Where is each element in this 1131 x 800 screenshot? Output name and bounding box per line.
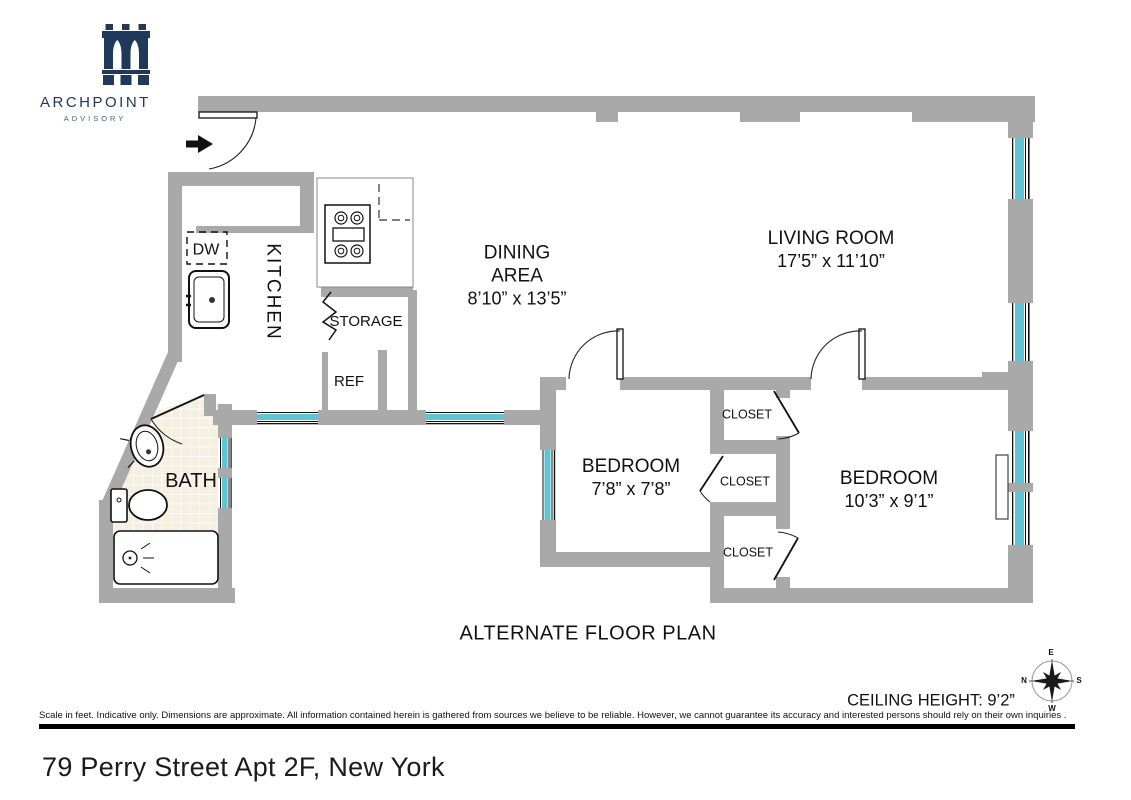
entry-door (198, 111, 258, 170)
bedroom-large-window (1008, 431, 1033, 545)
bath-sink (120, 424, 165, 469)
fixtures (110, 177, 1009, 585)
address-title: 79 Perry Street Apt 2F, New York (42, 752, 445, 782)
refrigerator-label: REF (334, 373, 364, 390)
bridge-logo-icon (102, 24, 150, 85)
closet1-label: CLOSET (721, 407, 773, 422)
brand-subtitle: ADVISORY (63, 114, 127, 123)
brand-name: ARCHPOINT (40, 94, 151, 111)
toilet (110, 488, 168, 523)
windows (218, 138, 1033, 545)
bedroom-large-door (810, 328, 866, 380)
disclaimer-divider-bar (39, 724, 1075, 729)
bath-window-upper (218, 438, 232, 468)
stove (316, 177, 414, 288)
room-label-kitchen: KITCHEN (262, 243, 284, 341)
room-label-dining: DINING AREA 8’10” x 13’5” (467, 242, 567, 308)
corridor-window-east (426, 410, 504, 425)
plan-title: ALTERNATE FLOOR PLAN (459, 622, 717, 645)
closet1-door (773, 390, 800, 440)
ceiling-height-label: CEILING HEIGHT: 9’2” (847, 691, 1015, 710)
bath-window-lower (218, 478, 232, 508)
room-label-bath: BATH (165, 470, 217, 492)
walls (99, 96, 1035, 603)
closet2-label: CLOSET (719, 474, 771, 489)
storage-squiggle (321, 291, 338, 341)
closet3-door (773, 531, 799, 581)
dishwasher-label: DW (192, 241, 220, 259)
radiator (995, 454, 1009, 520)
corridor-window-west (257, 410, 318, 425)
kitchen-sink (186, 270, 230, 329)
living-room-window-lower (1008, 303, 1033, 361)
bedroom-small-window (540, 450, 556, 520)
room-label-bedroom-large: BEDROOM 10’3” x 9’1” (839, 467, 939, 511)
compass-label-east: E (1048, 648, 1054, 658)
room-label-bedroom-small: BEDROOM 7’8” x 7’8” (581, 455, 681, 499)
living-room-window-upper (1008, 138, 1033, 199)
bathtub (113, 530, 219, 585)
closet3-label: CLOSET (722, 545, 774, 560)
storage-label: STORAGE (329, 313, 403, 330)
entry-arrow-icon (186, 135, 213, 153)
bedroom-small-door (568, 328, 624, 380)
compass-label-south: S (1076, 676, 1082, 686)
doors (150, 111, 866, 581)
bath-door (150, 394, 205, 445)
compass-label-north: N (1021, 676, 1027, 686)
closet2-door (699, 455, 724, 503)
compass-rose-icon (1029, 659, 1074, 703)
room-label-living: LIVING ROOM 17’5” x 11’10” (767, 227, 895, 271)
disclaimer-text: Scale in feet. Indicative only. Dimensio… (39, 710, 1067, 721)
compass-label-west: W (1048, 704, 1056, 714)
brand-block: ARCHPOINT ADVISORY (40, 24, 150, 123)
